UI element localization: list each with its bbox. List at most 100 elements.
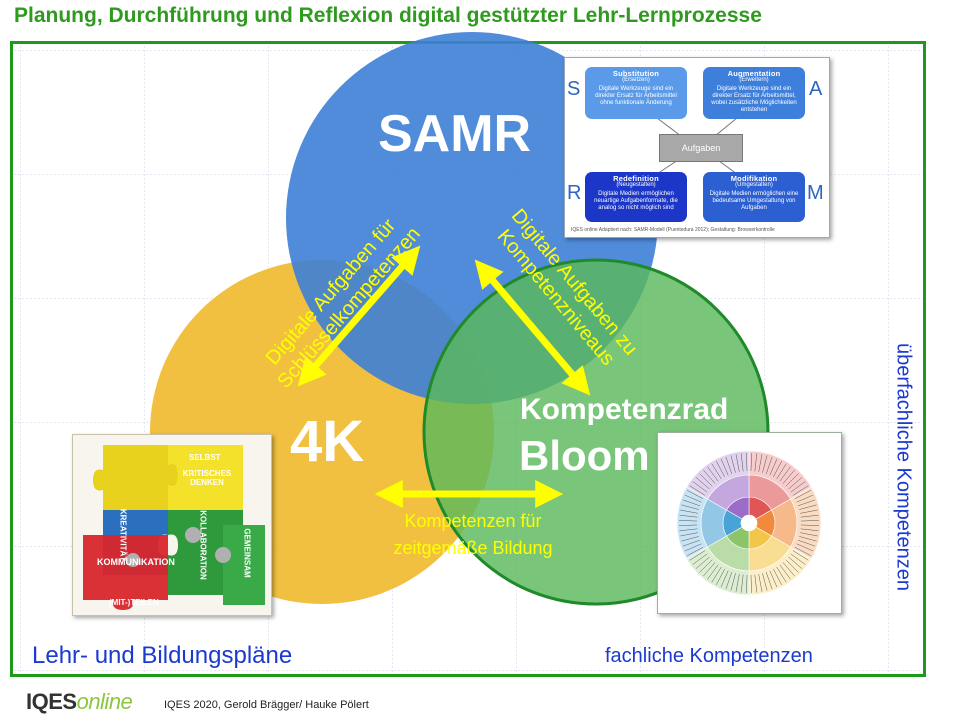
wheel-text-line <box>794 547 812 556</box>
wheel-text-line <box>773 460 782 478</box>
bloom-label-line2: Bloom <box>519 432 650 479</box>
wheel-text-line <box>711 463 722 480</box>
wheel-text-line <box>750 453 752 472</box>
wheel-text-line <box>776 463 787 480</box>
samr-letter-s: S <box>567 78 581 100</box>
wheel-text-line <box>792 485 809 496</box>
wheel-text-line <box>765 456 773 475</box>
wheel-text-line <box>794 490 812 499</box>
label-ueberfachliche-kompetenzen: überfachliche Kompetenzen <box>892 343 915 591</box>
wheel-text-line <box>716 568 725 586</box>
wheel-text-line <box>681 536 699 542</box>
wheel-text-line <box>680 509 698 514</box>
samr-box-title: Redefinition <box>613 174 659 183</box>
wheel-text-line <box>682 499 701 507</box>
wheel-text-line <box>686 490 704 499</box>
wheel-text-line <box>684 494 702 503</box>
samr-card-footer: IQES online Adaptiert nach: SAMR-Modell … <box>571 227 775 233</box>
logo-accent: online <box>76 689 133 714</box>
samr-label: SAMR <box>378 105 532 163</box>
wheel-text-line <box>799 504 817 510</box>
wheel-text-line <box>785 559 799 573</box>
wheel-text-line <box>758 574 763 592</box>
samr-box-augmentation: Augmentation (Erweitern) Digitale Werkze… <box>703 67 805 119</box>
wheel-text-line <box>679 528 698 532</box>
wheel-text-line <box>800 528 819 532</box>
samr-letter-a: A <box>809 78 823 100</box>
samr-letter-r: R <box>567 182 582 204</box>
puzzle-label-selbst: SELBST <box>189 453 221 462</box>
samr-box-text: Digitale Werkzeuge sind ein direkter Ers… <box>711 86 797 113</box>
wheel-text-line <box>788 477 803 490</box>
wheel-text-line <box>750 574 752 593</box>
wheel-text-line <box>725 456 733 475</box>
arrow-bottom-label-line1: Kompetenzen für <box>404 511 542 531</box>
wheel-text-line <box>720 570 729 588</box>
wheel-text-line <box>692 553 708 565</box>
wheel-text-line <box>769 570 778 588</box>
samr-box-title: Augmentation <box>727 69 781 78</box>
wheel-text-line <box>765 571 773 590</box>
samr-letter-m: M <box>807 182 824 204</box>
wheel-text-line <box>754 453 758 472</box>
wheel-text-line <box>725 571 733 590</box>
wheel-text-line <box>792 550 809 561</box>
wheel-text-line <box>799 536 817 542</box>
samr-box-title: Substitution <box>612 69 660 78</box>
puzzle-label-kritisches-denken: KRITISCHES DENKEN <box>182 469 232 487</box>
puzzle-label-gemeinsam: GEMEINSAM <box>242 528 252 578</box>
wheel-outer-segment <box>686 450 750 500</box>
arrow-bottom-label-line2: zeitgemäße Bildung <box>393 538 553 558</box>
wheel-text-line <box>686 547 704 556</box>
wheel-text-line <box>681 504 699 510</box>
page-title: Planung, Durchführung und Reflexion digi… <box>14 4 762 27</box>
wheel-text-line <box>703 562 716 577</box>
wheel-text-line <box>746 453 748 472</box>
iqes-logo: IQESonline <box>26 689 133 715</box>
arrow-bottom-label: Kompetenzen für zeitgemäße Bildung <box>378 508 568 562</box>
wheel-text-line <box>682 539 701 547</box>
label-lehrplaene: Lehr- und Bildungspläne <box>32 642 293 669</box>
wheel-text-line <box>695 477 710 490</box>
wheel-text-line <box>716 460 725 478</box>
samr-box-sub: (Ersetzen) <box>622 77 650 83</box>
samr-box-text: Digitale Medien ermöglichen neuartige Au… <box>594 191 678 211</box>
wheel-text-line <box>689 550 706 561</box>
bloom-label-line1: Kompetenzrad <box>520 393 729 426</box>
label-fachliche-kompetenzen: fachliche Kompetenzen <box>605 645 813 667</box>
logo-main: IQES <box>26 689 77 714</box>
wheel-text-line <box>762 573 768 591</box>
wheel-text-line <box>782 469 795 484</box>
wheel-text-line <box>800 514 819 518</box>
wheel-text-line <box>779 564 791 580</box>
wheel-text-line <box>762 455 768 473</box>
wheel-text-line <box>754 574 758 593</box>
wheel-text-line <box>699 473 713 487</box>
wheel-text-line <box>735 454 740 472</box>
wheel-text-line <box>680 532 698 537</box>
wheel-text-line <box>800 509 818 514</box>
wheel-text-line <box>730 573 736 591</box>
wheel-text-line <box>790 481 806 493</box>
wheel-text-line <box>800 524 819 526</box>
samr-model-card: S A R M Substitution (Ersetzen) Digitale… <box>564 57 830 238</box>
wheel-text-line <box>788 556 803 569</box>
wheel-text-line <box>679 520 698 522</box>
wheel-text-line <box>773 568 782 586</box>
arrow-left <box>297 245 421 387</box>
samr-box-sub: (Erweitern) <box>739 77 769 83</box>
wheel-text-line <box>797 499 816 507</box>
puzzle-graphic <box>83 445 265 610</box>
arrow-right <box>474 259 591 396</box>
samr-box-redefinition: Redefinition (Neugestalten) Digitale Med… <box>585 172 687 222</box>
footer-credit: IQES 2020, Gerold Brägger/ Hauke Pölert <box>164 699 369 711</box>
samr-box-text: Digitale Werkzeuge sind ein direkter Ers… <box>595 86 677 106</box>
wheel-text-line <box>796 543 814 552</box>
wheel-text-line <box>679 524 698 526</box>
wheel-text-line <box>684 543 702 552</box>
wheel-text-line <box>689 485 706 496</box>
wheel-text-line <box>679 514 698 518</box>
bloom-wheel-image <box>657 432 842 614</box>
wheel-text-line <box>779 466 791 482</box>
wheel-text-line <box>707 564 719 580</box>
